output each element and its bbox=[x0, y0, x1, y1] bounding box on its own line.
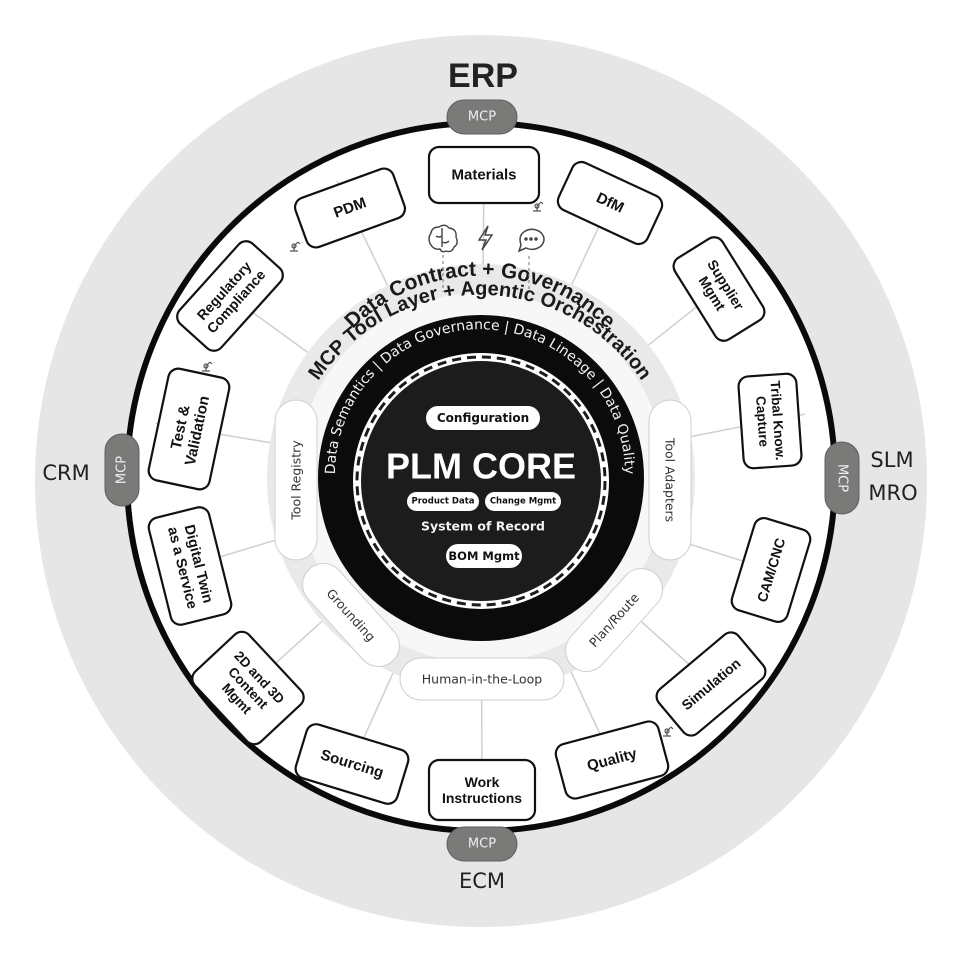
module-test-validation[interactable]: Test &Validation bbox=[147, 367, 231, 491]
module-label-tribal-knowledge-capture: Tribal Know.Capture bbox=[752, 380, 788, 462]
module-box-work-instructions bbox=[427, 758, 537, 822]
robot-arm-icon bbox=[663, 726, 674, 737]
module-box-supplier-mgmt bbox=[672, 236, 766, 342]
chat-bubble-icon bbox=[517, 228, 545, 253]
module-cam-cnc[interactable]: CAM/CNC bbox=[729, 516, 813, 625]
mcp-connector-left[interactable]: MCP bbox=[104, 433, 140, 507]
module-box-quality bbox=[554, 720, 670, 800]
module-supplier-mgmt[interactable]: SupplierMgmt bbox=[670, 233, 768, 344]
system-of-record-label: System of Record bbox=[421, 519, 545, 534]
human-in-the-loop-pill: Human-in-the-Loop bbox=[399, 657, 565, 701]
svg-text:MCP: MCP bbox=[468, 837, 496, 852]
module-label-line: Capture bbox=[753, 396, 772, 448]
lightning-icon bbox=[477, 225, 494, 251]
svg-text:MCP: MCP bbox=[835, 464, 850, 492]
configuration-pill: Configuration bbox=[426, 406, 540, 430]
mcp-connector-right[interactable]: MCP bbox=[824, 441, 860, 515]
module-digital-twin[interactable]: Digital Twinas a Service bbox=[147, 505, 234, 627]
tool-adapters-pill: Tool Adapters bbox=[648, 399, 692, 561]
ecm-label: ECM bbox=[459, 869, 505, 893]
core bbox=[361, 361, 601, 601]
module-tribal-knowledge-capture[interactable]: Tribal Know.Capture bbox=[737, 372, 803, 470]
module-box-simulation bbox=[655, 631, 767, 737]
module-pdm[interactable]: PDM bbox=[292, 166, 408, 250]
module-box-regulatory-compliance bbox=[176, 240, 284, 352]
product-data-label: Product Data bbox=[411, 497, 474, 507]
module-box-pdm bbox=[293, 167, 407, 249]
core-title: PLM CORE bbox=[386, 446, 576, 487]
module-label-line: Materials bbox=[451, 167, 516, 184]
erp-label: ERP bbox=[448, 57, 518, 95]
bom-mgmt-label: BOM Mgmt bbox=[448, 549, 520, 563]
robot-arm-icon bbox=[202, 361, 213, 372]
module-box-dfm bbox=[556, 160, 664, 246]
module-box-materials bbox=[427, 145, 541, 205]
brain-icon bbox=[428, 224, 458, 253]
module-label-line: Tribal Know. bbox=[767, 380, 788, 461]
module-regulatory-compliance[interactable]: RegulatoryCompliance bbox=[173, 237, 287, 355]
module-box-content-mgmt bbox=[191, 630, 305, 746]
module-label-test-validation: Test &Validation bbox=[165, 391, 213, 467]
module-box-tribal-knowledge-capture bbox=[737, 372, 803, 470]
module-label-line: Instructions bbox=[442, 790, 522, 806]
module-simulation[interactable]: Simulation bbox=[653, 628, 770, 739]
module-content-mgmt[interactable]: 2D and 3DContentMgmt bbox=[188, 628, 308, 749]
module-sourcing[interactable]: Sourcing bbox=[293, 722, 411, 807]
bom-mgmt-pill: BOM Mgmt bbox=[446, 544, 522, 568]
core-dashed-ring bbox=[355, 355, 607, 607]
module-box-cam-cnc bbox=[730, 517, 812, 623]
module-box-sourcing bbox=[294, 723, 410, 805]
tool-registry-label: Tool Registry bbox=[289, 440, 304, 521]
crm-label: CRM bbox=[42, 461, 89, 485]
module-label-materials: Materials bbox=[451, 167, 516, 184]
mcp-connector-bottom[interactable]: MCP bbox=[446, 826, 518, 862]
product-data-pill: Product Data bbox=[407, 492, 479, 511]
robot-arm-icon bbox=[533, 201, 544, 212]
module-box-test-validation bbox=[147, 367, 231, 491]
change-mgmt-pill: Change Mgmt bbox=[485, 492, 561, 511]
module-box-digital-twin bbox=[147, 506, 233, 626]
tool-registry-pill: Tool Registry bbox=[274, 399, 318, 561]
module-label-line: Work bbox=[465, 774, 500, 790]
slm-label: SLM bbox=[870, 448, 913, 472]
change-mgmt-label: Change Mgmt bbox=[490, 497, 556, 507]
module-quality[interactable]: Quality bbox=[554, 719, 671, 801]
svg-text:MCP: MCP bbox=[115, 456, 130, 484]
robot-arm-icon bbox=[290, 241, 301, 252]
svg-text:MCP: MCP bbox=[468, 110, 496, 125]
tool-adapters-label: Tool Adapters bbox=[663, 437, 678, 522]
module-materials[interactable]: Materials bbox=[427, 145, 541, 205]
mcp-connector-top[interactable]: MCP bbox=[446, 99, 518, 135]
module-dfm[interactable]: DfM bbox=[555, 159, 666, 248]
mro-label: MRO bbox=[868, 481, 917, 505]
configuration-label: Configuration bbox=[437, 411, 529, 425]
human-in-the-loop-label: Human-in-the-Loop bbox=[422, 672, 543, 687]
